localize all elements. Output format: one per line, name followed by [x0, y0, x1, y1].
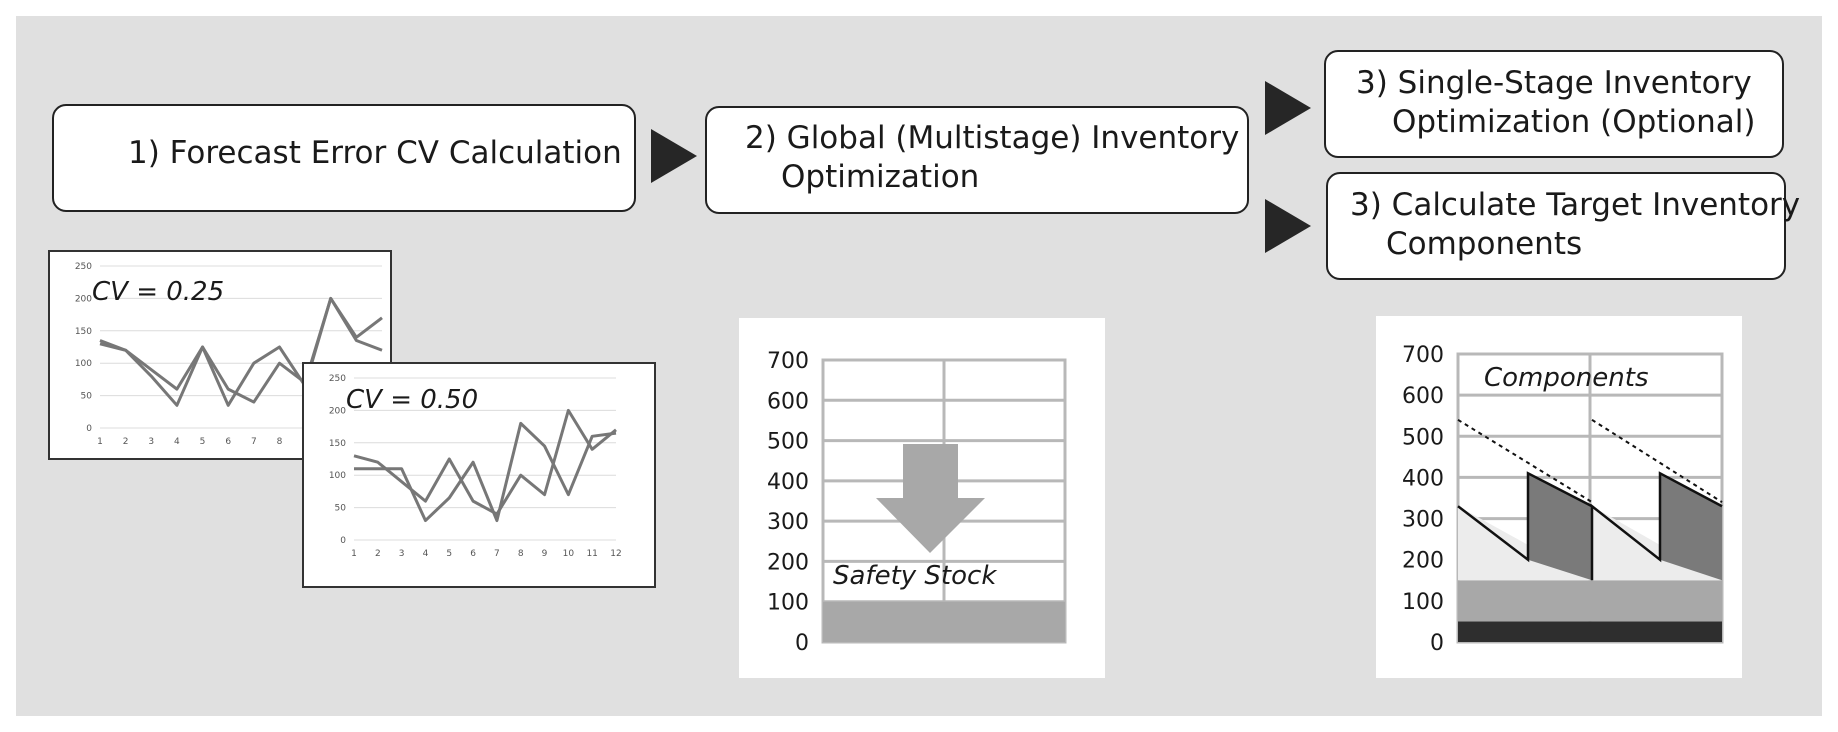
y-tick-label: 250 — [329, 374, 346, 384]
x-tick-label: 5 — [446, 549, 452, 559]
y-tick-label: 0 — [1430, 631, 1444, 656]
x-tick-label: 4 — [174, 437, 180, 447]
x-tick-label: 1 — [97, 437, 103, 447]
y-tick-label: 700 — [1402, 343, 1444, 368]
y-tick-label: 150 — [75, 327, 92, 337]
x-tick-label: 1 — [351, 549, 357, 559]
y-tick-label: 50 — [81, 392, 93, 402]
x-tick-label: 8 — [277, 437, 283, 447]
x-tick-label: 4 — [423, 549, 429, 559]
y-tick-label: 100 — [1402, 590, 1444, 615]
y-tick-label: 500 — [767, 430, 809, 455]
x-tick-label: 5 — [200, 437, 206, 447]
y-tick-label: 200 — [1402, 549, 1444, 574]
y-tick-label: 600 — [767, 389, 809, 414]
y-tick-label: 500 — [1402, 425, 1444, 450]
y-tick-label: 300 — [767, 510, 809, 535]
y-tick-label: 0 — [795, 631, 809, 656]
safety-stock-band — [1458, 580, 1722, 622]
flow-arrow-icon — [1265, 199, 1311, 253]
y-tick-label: 700 — [767, 349, 809, 374]
chart-annotation: CV = 0.25 — [92, 277, 224, 307]
target-dashed-line — [1457, 418, 1593, 503]
series-line-2 — [354, 421, 617, 523]
y-tick-label: 100 — [75, 359, 92, 369]
step-calculate-target-inventory: 3) Calculate Target Inventory Components — [1326, 172, 1801, 280]
safety-stock-bar — [823, 601, 1065, 642]
x-tick-label: 9 — [542, 549, 548, 559]
step-global-inventory-optimization: 2) Global (Multistage) Inventory Optimiz… — [705, 106, 1249, 214]
safety-stock-label: Safety Stock — [833, 561, 997, 591]
y-tick-label: 300 — [1402, 508, 1444, 533]
step-label-line2: Optimization (Optional) — [1392, 104, 1756, 140]
x-tick-label: 6 — [470, 549, 476, 559]
inventory-sawtooth-line — [1457, 471, 1723, 581]
x-tick-label: 6 — [225, 437, 231, 447]
flow-arrow-icon — [651, 129, 697, 183]
y-tick-label: 200 — [75, 294, 92, 304]
x-tick-label: 7 — [494, 549, 500, 559]
target-dashed-line — [1591, 418, 1723, 503]
y-tick-label: 50 — [335, 504, 347, 514]
x-tick-label: 3 — [399, 549, 405, 559]
series-line-2 — [99, 296, 383, 407]
y-tick-label: 150 — [329, 439, 346, 449]
pipeline-stock-area — [1528, 473, 1592, 581]
y-tick-label: 250 — [75, 262, 92, 272]
y-tick-label: 400 — [767, 470, 809, 495]
step-label: 1) Forecast Error CV Calculation — [128, 135, 622, 171]
x-tick-label: 12 — [610, 549, 621, 559]
y-tick-label: 400 — [1402, 466, 1444, 491]
x-tick-label: 7 — [251, 437, 257, 447]
step-single-stage-optimization: 3) Single-Stage Inventory Optimization (… — [1324, 50, 1784, 158]
x-tick-label: 11 — [586, 549, 597, 559]
step-label-line1: 3) Single-Stage Inventory — [1356, 65, 1752, 101]
step-label-line2: Components — [1386, 226, 1583, 262]
x-tick-label: 2 — [123, 437, 129, 447]
y-tick-label: 600 — [1402, 384, 1444, 409]
down-arrow-icon — [876, 444, 985, 553]
x-tick-label: 8 — [518, 549, 524, 559]
pipeline-stock-area — [1660, 473, 1722, 581]
step-label-line2: Optimization — [781, 159, 980, 195]
base-stock-block — [1458, 621, 1722, 642]
y-tick-label: 200 — [767, 550, 809, 575]
y-tick-label: 200 — [329, 406, 346, 416]
x-tick-label: 2 — [375, 549, 381, 559]
y-tick-label: 100 — [329, 471, 346, 481]
y-tick-label: 0 — [86, 424, 92, 434]
step-label-line1: 3) Calculate Target Inventory — [1350, 187, 1801, 223]
diagram-canvas: 1) Forecast Error CV Calculation 2) Glob… — [16, 16, 1822, 716]
flow-arrow-icon — [1265, 81, 1311, 135]
series-line-1 — [353, 408, 617, 516]
x-tick-label: 3 — [148, 437, 154, 447]
step-label-line1: 2) Global (Multistage) Inventory — [745, 120, 1240, 156]
x-tick-label: 10 — [563, 549, 575, 559]
components-label: Components — [1484, 363, 1649, 393]
y-tick-label: 0 — [340, 536, 346, 546]
step-forecast-error-cv: 1) Forecast Error CV Calculation — [52, 104, 636, 212]
y-tick-label: 100 — [767, 591, 809, 616]
chart-annotation: CV = 0.50 — [346, 385, 478, 415]
